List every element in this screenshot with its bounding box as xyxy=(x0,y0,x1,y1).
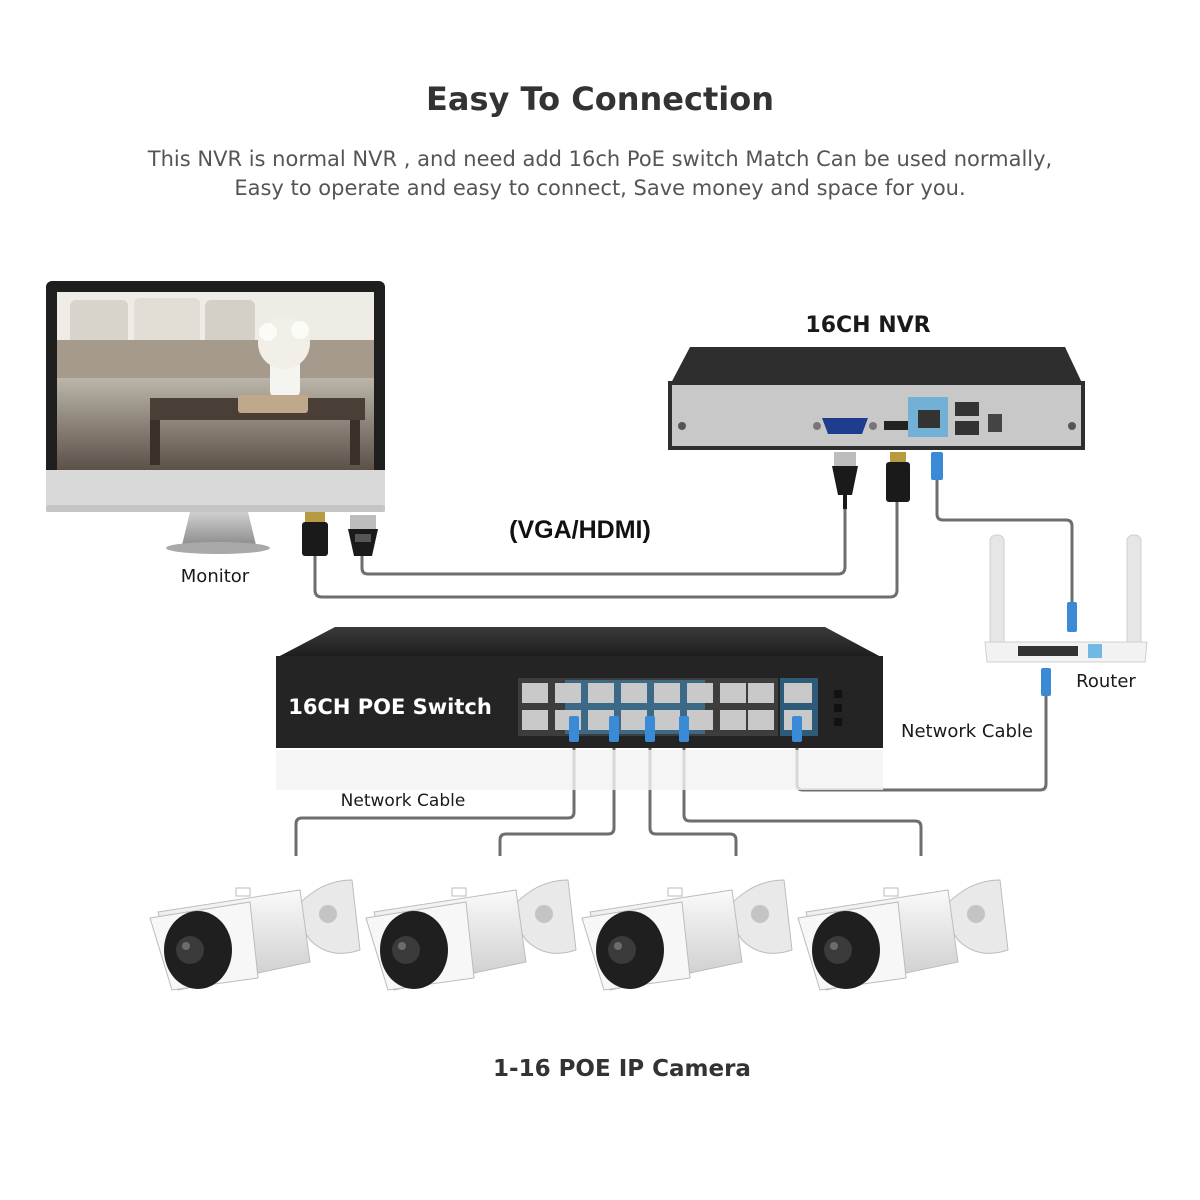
network-cable-label-right: Network Cable xyxy=(901,721,1033,742)
vga-plug-nvr-icon xyxy=(832,452,858,509)
camera-cable-2 xyxy=(498,738,616,856)
camera-cable-3 xyxy=(648,738,738,856)
camera-cable-4 xyxy=(682,738,923,856)
network-cable-label-left: Network Cable xyxy=(341,791,466,811)
monitor-label: Monitor xyxy=(181,566,250,587)
nvr-label: 16CH NVR xyxy=(805,313,930,338)
subtitle-line-1: This NVR is normal NVR , and need add 16… xyxy=(147,147,1053,171)
bullet-camera-icon xyxy=(797,879,1009,991)
bullet-camera-icon xyxy=(581,879,793,991)
hdmi-plug-nvr-icon xyxy=(886,452,910,502)
hdmi-cable xyxy=(313,500,899,599)
router-icon xyxy=(984,534,1148,696)
vga-hdmi-label: (VGA/HDMI) xyxy=(509,516,651,544)
monitor-icon xyxy=(46,281,385,554)
page-title: Easy To Connection xyxy=(426,80,774,118)
camera-cable-1 xyxy=(294,738,576,856)
poe-switch-label: 16CH POE Switch xyxy=(288,695,492,719)
vga-plug-monitor-icon xyxy=(348,515,378,556)
bullet-camera-icon xyxy=(149,879,361,991)
hdmi-plug-monitor-icon xyxy=(302,512,328,556)
cameras-label: 1-16 POE IP Camera xyxy=(493,1056,751,1082)
lan-plug-nvr-icon xyxy=(931,452,943,480)
vga-cable xyxy=(360,505,847,576)
subtitle-line-2: Easy to operate and easy to connect, Sav… xyxy=(234,176,966,200)
nvr-router-cable xyxy=(935,478,1074,612)
nvr-icon xyxy=(668,347,1085,450)
bullet-camera-icon xyxy=(365,879,577,991)
poe-switch-icon xyxy=(276,627,883,790)
router-label: Router xyxy=(1076,671,1136,692)
